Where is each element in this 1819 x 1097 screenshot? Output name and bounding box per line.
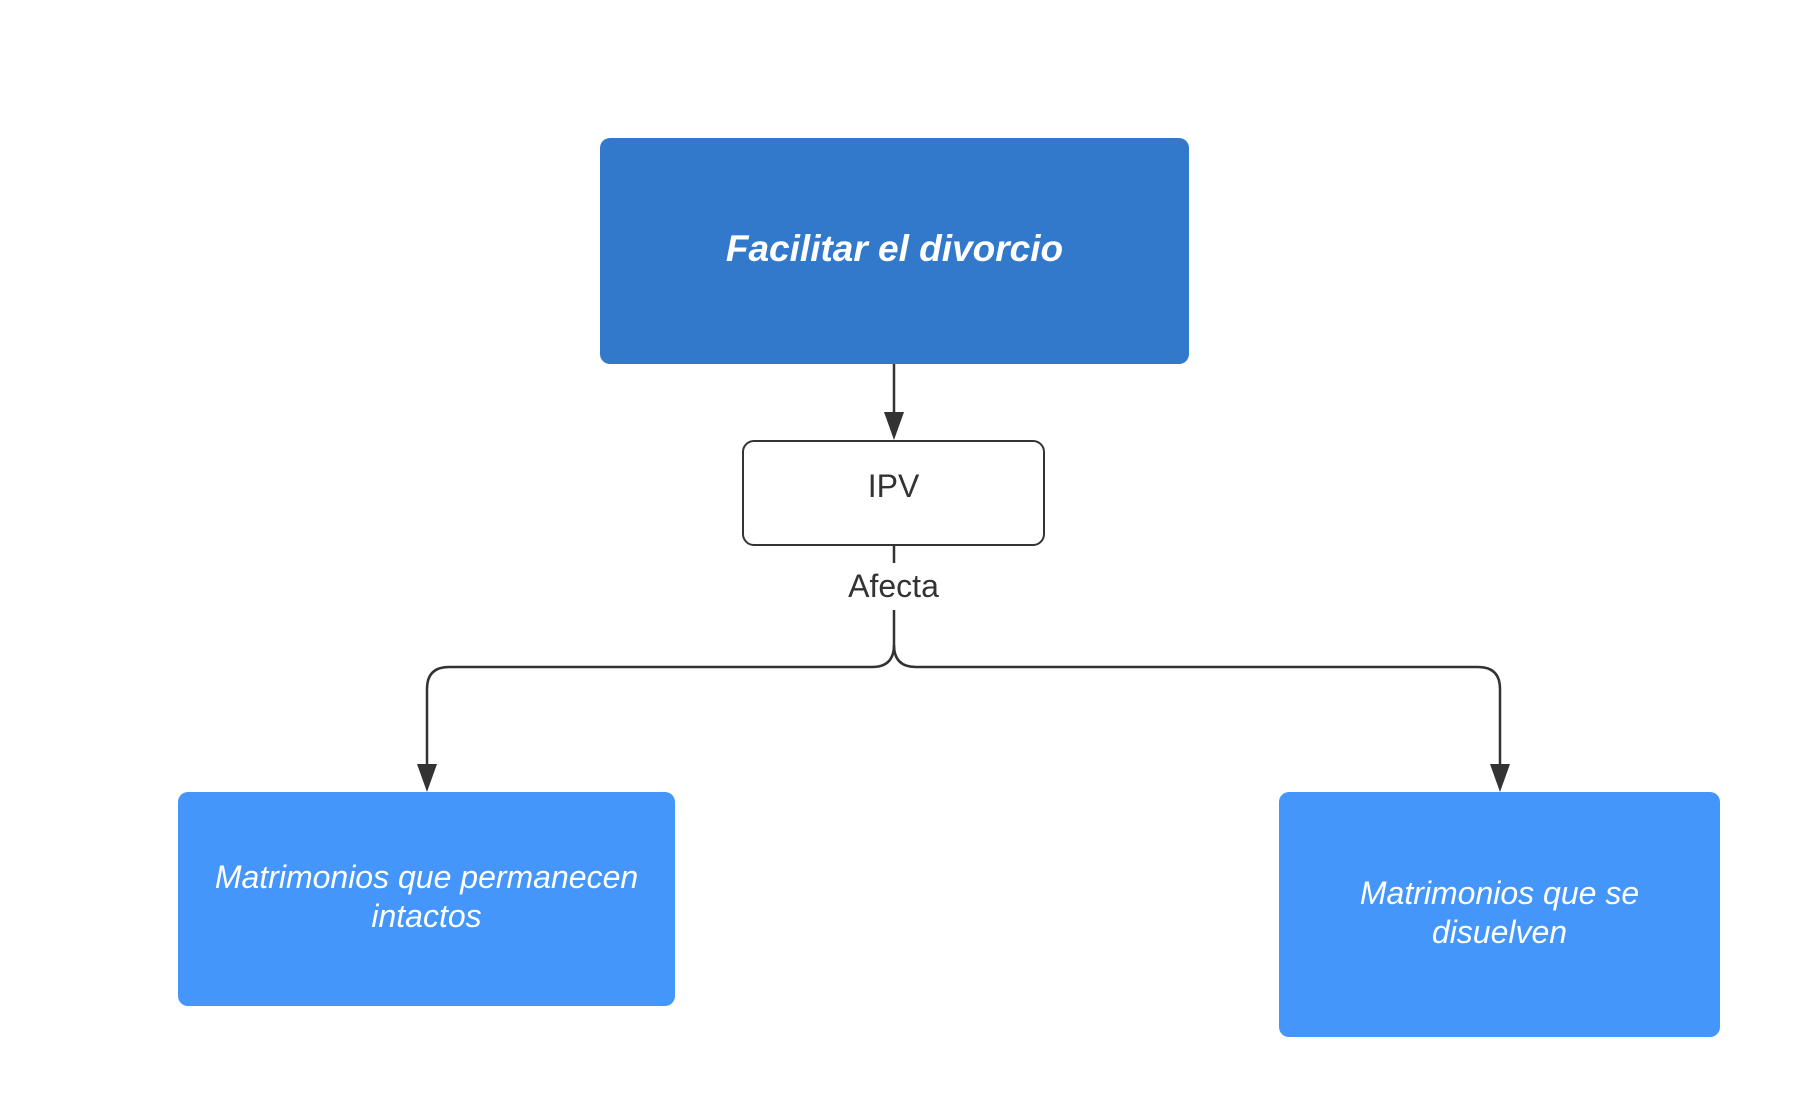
node-left-label: Matrimonios que permanecen intactos bbox=[214, 859, 639, 934]
edge-label-afecta: Afecta bbox=[818, 563, 969, 609]
node-matrimonios-intactos: Matrimonios que permanecen intactos bbox=[178, 792, 675, 1006]
arrowhead-right bbox=[1490, 764, 1510, 792]
node-facilitar-divorcio: Facilitar el divorcio bbox=[600, 138, 1189, 364]
arrowhead-left bbox=[417, 764, 437, 792]
arrow-ipv-to-left bbox=[425, 644, 896, 768]
node-middle-label: IPV bbox=[867, 468, 920, 504]
node-right-label: Matrimonios que se disuelven bbox=[1359, 874, 1640, 950]
node-ipv: IPV bbox=[742, 440, 1045, 546]
arrow-ipv-to-right bbox=[892, 644, 1502, 768]
arrowhead-top-to-ipv bbox=[884, 412, 904, 440]
node-matrimonios-disuelven: Matrimonios que se disuelven bbox=[1279, 792, 1720, 1037]
node-top-label: Facilitar el divorcio bbox=[725, 228, 1064, 269]
